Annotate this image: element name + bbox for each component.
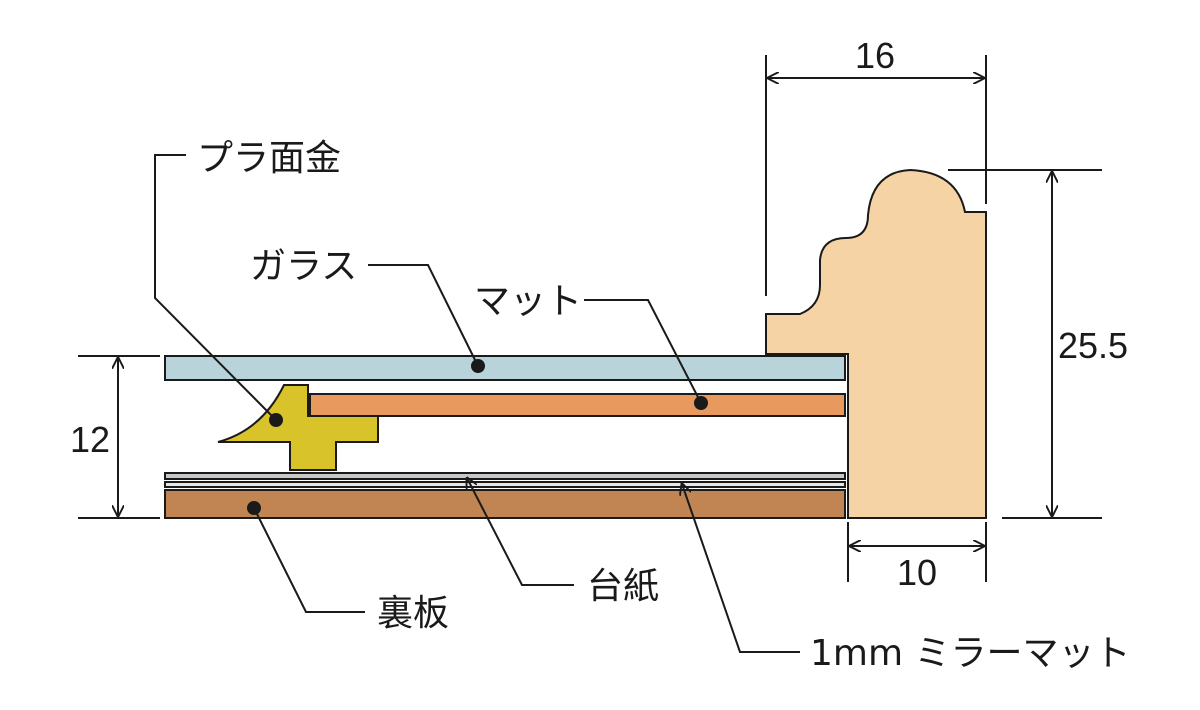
backing-paper (164, 472, 846, 480)
leader-glass: ガラス (250, 246, 485, 373)
back-board (164, 489, 846, 519)
dimension-label-10: 10 (897, 552, 937, 593)
glass-panel (164, 355, 846, 381)
dimension-label-12: 12 (70, 419, 110, 460)
label-mirror-mat: 1mm ミラーマット (810, 633, 1131, 674)
leader-plastic-retainer: プラ面金 (154, 138, 341, 427)
mirror-mat (164, 481, 846, 488)
frame-molding (765, 168, 987, 519)
label-plastic-retainer: プラ面金 (197, 138, 341, 179)
leader-backing-paper: 台紙 (467, 478, 659, 607)
plastic-retainer (217, 384, 379, 471)
dimension-rabbet-width: 10 (847, 522, 987, 593)
leader-back-board: 裏板 (247, 501, 449, 634)
mat-panel (309, 393, 846, 417)
dimension-label-25-5: 25.5 (1058, 325, 1128, 366)
leader-mat: マット (474, 281, 708, 410)
dimension-frame-height: 25.5 (948, 169, 1128, 519)
leader-mirror-mat: 1mm ミラーマット (682, 484, 1131, 674)
label-glass: ガラス (250, 246, 357, 287)
label-backing-paper: 台紙 (587, 566, 659, 607)
label-mat: マット (474, 281, 582, 322)
label-back-board: 裏板 (377, 593, 449, 634)
dimension-label-16: 16 (855, 35, 895, 76)
dimension-rabbet-depth: 12 (70, 355, 160, 519)
dimension-frame-width: 16 (765, 35, 987, 296)
